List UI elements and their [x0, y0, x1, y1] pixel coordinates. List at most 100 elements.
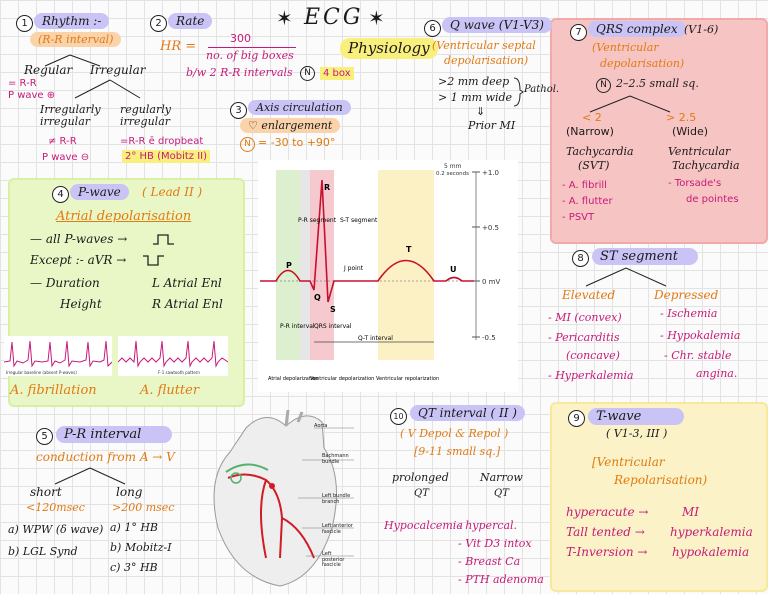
qt-sub2: [9-11 small sq.]: [414, 445, 501, 458]
title-star-right: ✶: [368, 6, 385, 30]
ecg-ventricular-depol: Ventricular depolarization: [310, 376, 374, 382]
af-strip: Irregular baseline (absent P-waves): [4, 336, 112, 376]
ecg-waveform-diagram: +1.0 +0.5 0 mV -0.5 5 mm 0.2 seconds R P…: [258, 160, 518, 392]
section-4-number: 4: [52, 186, 69, 203]
wpw-item: a) WPW (δ wave): [8, 523, 104, 536]
t-hyperacute: hyperacute →: [566, 505, 649, 519]
vt-line1: Ventricular: [668, 145, 731, 158]
qrs-leads: (V1-6): [684, 23, 719, 36]
ecg-pr-interval: P-R interval: [280, 323, 315, 330]
qt-heading: QT interval ( II ): [410, 405, 525, 421]
st-elevated: Elevated: [562, 288, 616, 302]
ecg-label-P: P: [286, 261, 292, 270]
st-d4: angina.: [696, 367, 738, 380]
a-flutter-caption: A. flutter: [140, 383, 200, 398]
wide-torsades-2: de pointes: [686, 194, 739, 205]
section-8-number: 8: [572, 250, 589, 267]
axis-heading: Axis circulation: [248, 100, 351, 115]
all-p-waves: — all P-waves →: [30, 232, 128, 246]
axis-n-circle: N: [240, 137, 255, 152]
four-box: 4 box: [320, 67, 354, 80]
st-depressed: Depressed: [654, 288, 719, 302]
upright-wave-icon: [153, 234, 174, 245]
height-label: Height: [60, 297, 102, 311]
rr-not-equal: ≠ R-R: [48, 136, 77, 147]
normal-n-circle: N: [300, 66, 315, 81]
pwave-absent: P wave ⊖: [42, 152, 90, 163]
narrow-psvt: - PSVT: [562, 212, 595, 223]
ecg-label-Q: Q: [314, 293, 321, 302]
ecg-pr-segment: P-R segment: [298, 217, 337, 224]
q-wave-sub1: (Ventricular septal: [432, 39, 536, 52]
q-prior-mi: Prior MI: [468, 119, 516, 132]
qt-hypercal: - hypercal.: [458, 519, 518, 532]
qrs-wide: (Wide): [672, 125, 709, 138]
p-wave-heading: P-wave: [70, 184, 129, 200]
st-e1: - MI (convex): [548, 311, 622, 324]
ecg-y-2: +0.5: [482, 224, 499, 232]
pr-branch-lines: [54, 467, 126, 485]
conduction-label: conduction from A → V: [36, 450, 175, 464]
heart-lbb: Left bundle branch: [322, 493, 351, 505]
q-arrow: ⇓: [476, 105, 486, 118]
rr-dropbeat: =R-R ē dropbeat: [120, 136, 204, 147]
ecg-qt-interval: Q-T interval: [358, 335, 393, 342]
qrs-lt: < 2: [582, 111, 602, 124]
section-1-number: 1: [16, 15, 33, 32]
ecg-label-T: T: [406, 245, 412, 254]
qt-hypocalcemia: Hypocalcemia: [384, 519, 463, 532]
section-5-number: 5: [36, 428, 53, 445]
t-hypokalemia: hypokalemia: [672, 545, 750, 559]
qrs-normal: 2–2.5 small sq.: [616, 77, 699, 90]
st-e3: (concave): [566, 349, 620, 362]
atrial-depol: Atrial depolarisation: [56, 209, 192, 224]
wide-torsades-1: - Torsade's: [668, 178, 722, 189]
ecg-y-1: +1.0: [482, 169, 499, 177]
duration-label: — Duration: [30, 276, 100, 290]
q-pathological: Pathol.: [524, 84, 560, 95]
left-atrial-enl: L Atrial Enl: [152, 276, 222, 290]
aflutter-strip-note: F-1 sawtooth pattern: [158, 370, 200, 375]
lgl-item: b) LGL Synd: [8, 545, 78, 558]
st-d1: - Ischemia: [660, 307, 718, 320]
hr-denominator: no. of big boxes: [206, 49, 294, 62]
ecg-y-4: -0.5: [482, 334, 496, 342]
heart-enlargement: ♡ enlargement: [240, 118, 341, 133]
rr-interval-label: (R-R interval): [30, 32, 122, 47]
rate-heading: Rate: [168, 13, 213, 29]
st-e2: - Pericarditis: [548, 331, 620, 344]
st-branch-lines: [585, 267, 667, 287]
qt-sub1: ( V Depol & Repol ): [400, 427, 509, 440]
t-tall-tented: Tall tented →: [566, 525, 645, 539]
a-fibrillation-caption: A. fibrillation: [10, 383, 97, 398]
narrow-af: - A. fibrill: [562, 180, 607, 191]
t-wave-heading: T-wave: [588, 408, 684, 425]
regular-label: Regular: [24, 63, 73, 77]
qt-narrow-qt: QT: [494, 488, 509, 499]
mobitz-2-label: 2° HB (Mobitz II): [122, 150, 211, 163]
qrs-sub1: (Ventricular: [592, 41, 659, 54]
hr-fraction-line: [208, 47, 296, 48]
ecg-label-R: R: [324, 183, 330, 192]
inverted-wave-icon: [143, 255, 164, 266]
qt-pth: - PTH adenoma: [458, 573, 544, 586]
heart-lpfascicle: Left posterior fascicle: [322, 551, 345, 568]
ecg-scale-sub: 0.2 seconds: [436, 171, 469, 177]
ecg-label-U: U: [450, 265, 457, 274]
long-pr: long: [116, 485, 143, 499]
long-pr-value: >200 msec: [112, 501, 175, 514]
section-9-number: 9: [568, 410, 585, 427]
q-wave-heading: Q wave (V1-V3): [442, 17, 552, 33]
q-wave-sub2: depolarisation): [444, 54, 529, 67]
qrs-narrow: (Narrow): [566, 125, 614, 138]
heart-lafascicle: Left anterior fascicle: [322, 523, 353, 535]
rhythm-heading: Rhythm :-: [34, 13, 110, 29]
pwave-present: P wave ⊕: [8, 90, 56, 101]
short-pr-value: <120msec: [26, 501, 85, 514]
qrs-box: [550, 18, 768, 244]
qt-prolonged: prolonged: [392, 471, 449, 484]
svt-line2: (SVT): [578, 159, 610, 172]
irregularly-irregular: Irregularly irregular: [40, 103, 101, 129]
qt-prolonged-qt: QT: [414, 488, 429, 499]
q-deep: >2 mm deep: [438, 75, 510, 88]
